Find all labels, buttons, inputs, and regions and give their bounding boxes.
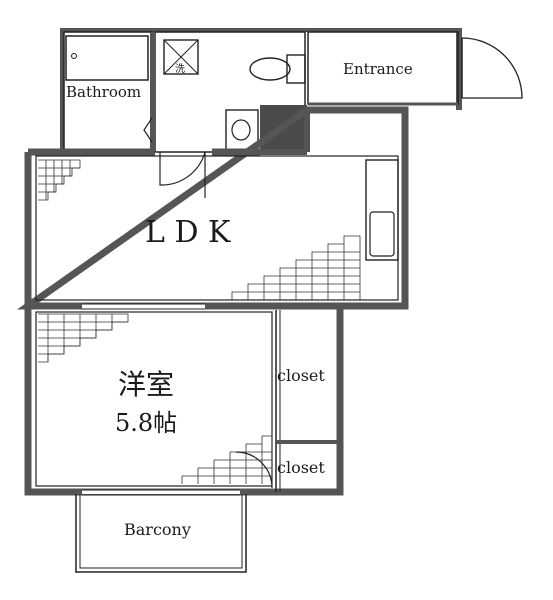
room-size-bedroom: 5.8帖	[115, 409, 177, 437]
room-label-bedroom: 洋室	[118, 368, 174, 401]
room-label-bathroom: Bathroom	[66, 83, 141, 101]
floor-pattern	[38, 159, 81, 201]
drain-icon	[71, 53, 77, 59]
toilet-icon	[249, 57, 291, 81]
folding-door-icon	[143, 117, 153, 143]
washroom: 洗	[154, 31, 307, 155]
room-label-balcony: Barcony	[124, 520, 191, 539]
room-label-ldk: L D K	[145, 215, 231, 250]
entrance: Entrance	[307, 31, 523, 106]
interior-door-icon	[159, 151, 206, 186]
room-label-closet-lower: closet	[277, 458, 325, 477]
ldk: L D K	[16, 106, 409, 310]
kitchen-counter	[365, 159, 399, 261]
bathtub-icon	[65, 35, 149, 81]
floor-pattern-bedroom	[38, 313, 129, 363]
floor-pattern-kitchen	[231, 235, 361, 300]
sink-icon	[369, 211, 395, 257]
door-swing-icon	[461, 37, 523, 99]
washer-mark: 洗	[175, 63, 185, 75]
toilet-tank-icon	[286, 54, 306, 84]
washer-pan-icon	[163, 39, 199, 75]
floor-pattern-bedroom-2	[181, 435, 273, 484]
bathroom: Bathroom	[63, 31, 154, 151]
balcony: Barcony	[75, 489, 247, 573]
room-label-entrance: Entrance	[343, 60, 413, 78]
upper-walls	[60, 28, 462, 153]
closet-door-swing-icon	[235, 451, 273, 489]
closets: closet closet	[275, 310, 340, 492]
room-label-closet-upper: closet	[277, 366, 325, 385]
